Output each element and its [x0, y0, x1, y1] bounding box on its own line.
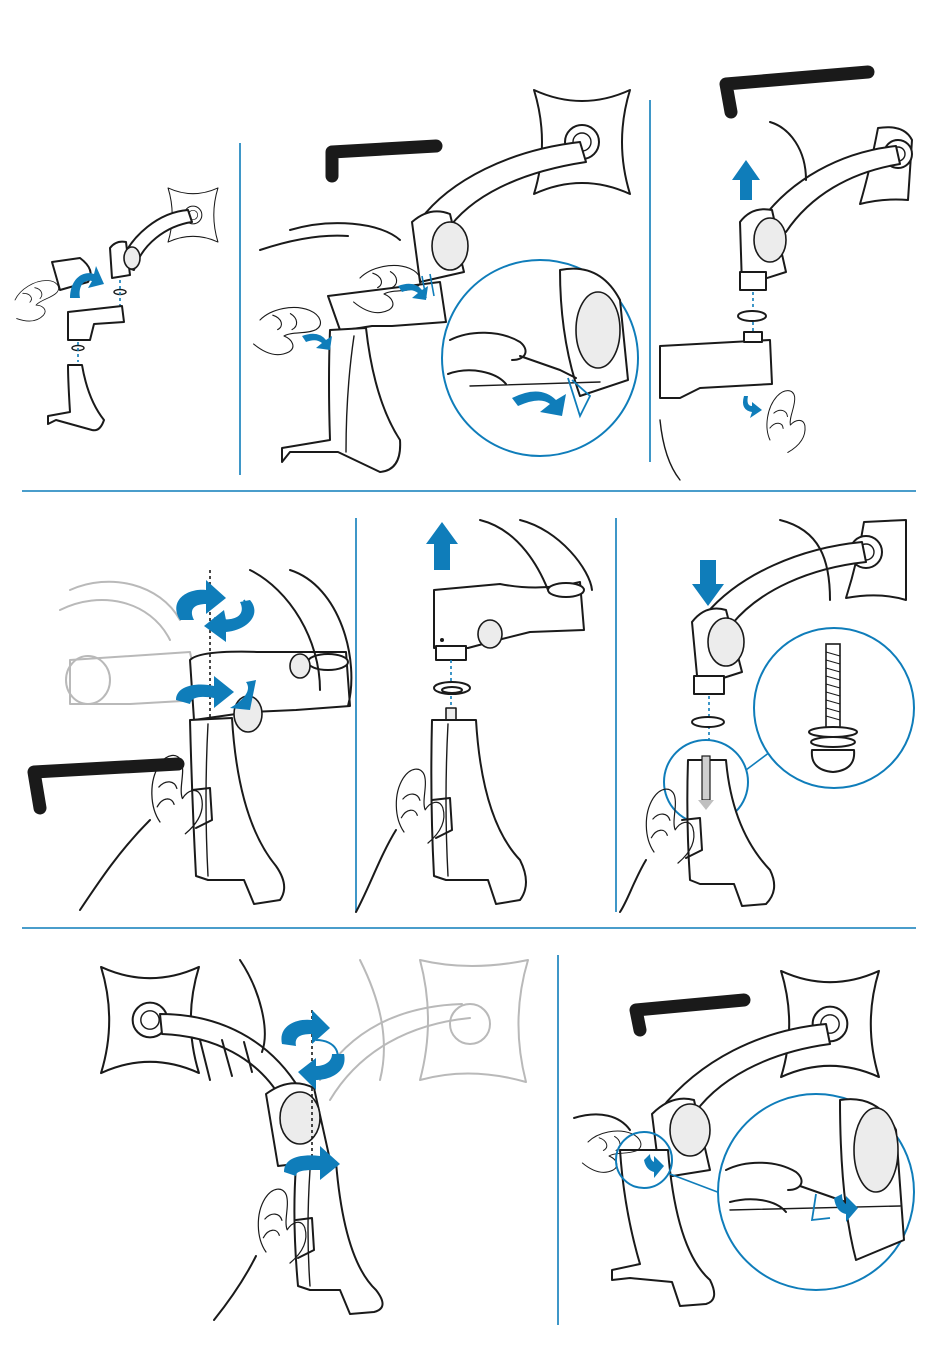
hex-key-icon: [636, 1000, 744, 1030]
up-arrow-icon: [732, 160, 760, 200]
step-2-loosen: [254, 90, 638, 472]
loosen-arrow-icon: [302, 334, 332, 350]
step-1-overview: [7, 188, 218, 430]
hex-key-icon: [332, 146, 436, 176]
monitor-arm-icon: [110, 188, 218, 278]
step-3-lift: [660, 72, 912, 480]
washer-icon: [738, 311, 766, 321]
up-arrow-icon: [426, 522, 458, 570]
hex-key-icon: [726, 72, 868, 112]
washer-icon: [692, 717, 724, 727]
step-8-tighten: [574, 971, 914, 1306]
step-6-lower-arm: [620, 520, 914, 912]
step-4-rotate-collar: [34, 570, 351, 910]
step-5-lift-collar: [356, 520, 592, 912]
step-7-rotate-arm: [101, 960, 528, 1320]
zoom-circle-icon: [442, 260, 638, 456]
